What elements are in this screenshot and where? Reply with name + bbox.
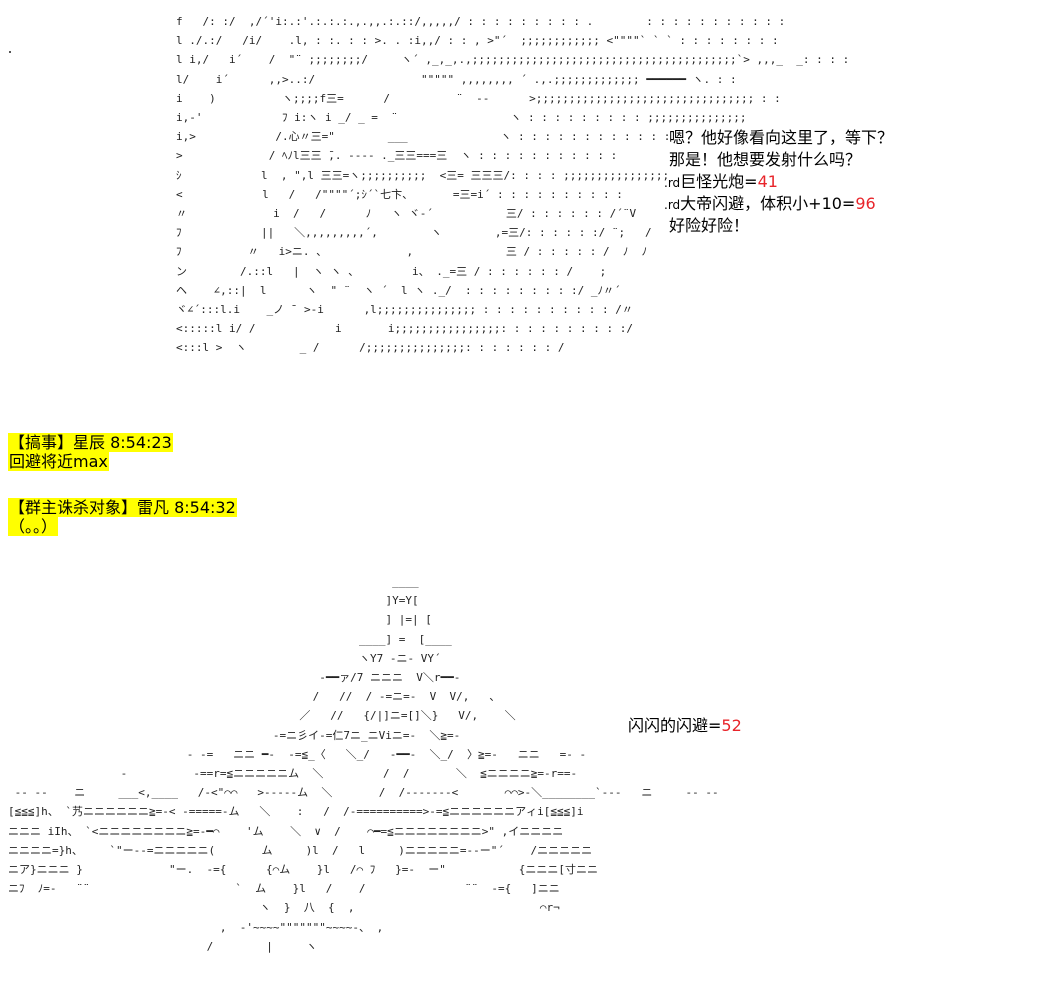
battle-note-value: 52 [721, 716, 742, 735]
caption-line-4: .rd大帝闪避，体积小+10=96 [664, 194, 876, 215]
caption-line-1: 嗯？他好像看向这里了，等下？ [669, 128, 894, 147]
roll-value: 96 [855, 194, 876, 213]
comment-body: 回避将近max [8, 452, 109, 471]
caption-line-2: 那是！他想要发射什么吗？ [669, 150, 862, 169]
battle-note-label: 闪闪的闪避= [628, 716, 722, 735]
roll-prefix: .rd [664, 198, 681, 212]
comment-2: 【群主诛杀对象】雷凡 8:54:32 （。。） [8, 498, 237, 536]
roll-prefix: .rd [664, 176, 681, 190]
comment-header: 【搞事】星辰 8:54:23 [8, 433, 173, 452]
comment-header: 【群主诛杀对象】雷凡 8:54:32 [8, 498, 237, 517]
battle-note: 闪闪的闪避=52 [628, 716, 742, 736]
comment-body: （。。） [8, 517, 59, 536]
stray-dot [9, 51, 11, 53]
battle-ascii-art: ____ ]Y=Y[ ] |=| [ ____] = [____ [8, 575, 719, 953]
caption-line-5: 好险好险！ [669, 216, 750, 235]
comment-1: 【搞事】星辰 8:54:23 回避将近max [8, 433, 173, 471]
face-ascii-art: f /: :/ ,/´'i:.:'.:.:.:.,.,,.:.::/,,,,,/… [176, 15, 850, 355]
caption-line-3: .rd巨怪光炮=41 [664, 172, 778, 193]
roll-value: 41 [757, 172, 778, 191]
roll-label: 大帝闪避，体积小+10= [680, 194, 856, 213]
roll-label: 巨怪光炮= [680, 172, 758, 191]
